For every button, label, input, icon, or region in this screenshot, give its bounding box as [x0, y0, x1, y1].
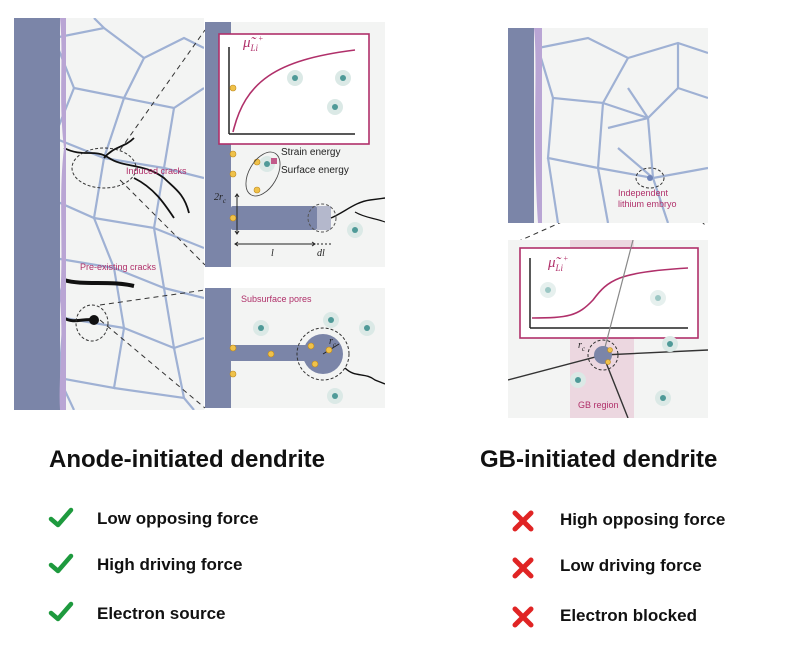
gb-li-ions — [540, 282, 678, 406]
zoom-circle-top — [71, 147, 137, 189]
right-grain-boundaries — [536, 36, 708, 223]
potential-plot-box — [218, 33, 370, 145]
check-icon — [48, 553, 74, 574]
embryo-dot — [647, 175, 653, 181]
dendrite-growth-dl — [317, 206, 331, 230]
inset-anode-crack-svg — [205, 22, 385, 267]
dendrite-protrusion — [231, 206, 317, 230]
gb-curve-label-mu: μ̃Li+ — [548, 254, 569, 273]
strain-ellipse — [245, 151, 281, 197]
gb-potential-curve — [531, 267, 689, 319]
label-induced-cracks: Induced cracks — [126, 166, 187, 176]
right-item-1: High opposing force — [560, 510, 726, 529]
cross-icon — [512, 557, 534, 579]
check-icon — [48, 507, 74, 528]
electrons-bottom — [229, 342, 333, 378]
label-preexisting-cracks: Pre-existing cracks — [80, 262, 157, 272]
left-grain-panel: Induced cracks Pre-existing cracks — [14, 18, 204, 410]
li-ions-bottom — [253, 312, 375, 404]
pore-dot — [89, 315, 99, 325]
gb-line-right — [602, 349, 708, 356]
anode-strip-bottom — [205, 288, 231, 408]
inset-pores-svg — [205, 288, 385, 408]
label-2rc: 2rc — [214, 192, 227, 205]
anode-interface — [59, 18, 66, 410]
gb-line-upper — [602, 240, 634, 356]
embryo-outline — [587, 339, 619, 371]
pore-crack — [344, 367, 385, 385]
crack-branch — [354, 211, 385, 223]
inset-anode-crack: μ̃Li+ Strain energy Surface energy 2rc l… — [205, 22, 385, 267]
cross-icon — [512, 510, 534, 532]
label-subsurface-pores: Subsurface pores — [241, 294, 312, 304]
right-anode-interface — [534, 28, 542, 223]
cross-icon — [512, 606, 534, 628]
left-item-2: High driving force — [97, 555, 243, 574]
right-item-2: Low driving force — [560, 556, 702, 575]
left-item-1: Low opposing force — [97, 509, 259, 528]
lithium-anode — [14, 18, 60, 410]
li-ions — [259, 70, 363, 238]
crack-tip-circle — [307, 203, 337, 233]
label-surface-energy: Surface energy — [281, 165, 349, 176]
right-summary-title: GB-initiated dendrite — [480, 446, 718, 473]
label-gb-region: GB region — [578, 400, 619, 410]
label-independent-embryo: Independent lithium embryo — [618, 188, 677, 209]
right-grain-panel: Independent lithium embryo — [508, 28, 708, 223]
left-summary-title: Anode-initiated dendrite — [49, 446, 325, 473]
right-grain-svg — [508, 28, 708, 223]
potential-curve — [232, 49, 356, 133]
inset-gb-svg — [508, 240, 708, 418]
check-icon — [48, 601, 74, 622]
left-grain-svg — [14, 18, 204, 410]
label-pore-rc: rc — [329, 336, 337, 349]
embryo-circle — [635, 167, 665, 189]
inset-subsurface-pores: Subsurface pores rc — [205, 288, 385, 408]
electrons — [229, 84, 261, 222]
label-strain-energy: Strain energy — [281, 147, 341, 158]
gb-electrons — [605, 347, 613, 365]
crack-tip — [330, 197, 385, 219]
gb-label-rc: rc — [578, 340, 586, 353]
strain-marker — [271, 158, 277, 164]
grain-boundaries — [47, 18, 204, 410]
inset-gb-region: μ̃Li+ rc GB region — [508, 240, 708, 418]
right-item-3: Electron blocked — [560, 606, 697, 625]
pore-outline — [296, 327, 350, 381]
curve-label-mu: μ̃Li+ — [243, 34, 264, 53]
preexisting-crack — [63, 278, 135, 288]
right-anode — [508, 28, 534, 223]
left-item-3: Electron source — [97, 604, 226, 623]
label-dl: dl — [317, 248, 325, 259]
label-l: l — [271, 248, 274, 259]
